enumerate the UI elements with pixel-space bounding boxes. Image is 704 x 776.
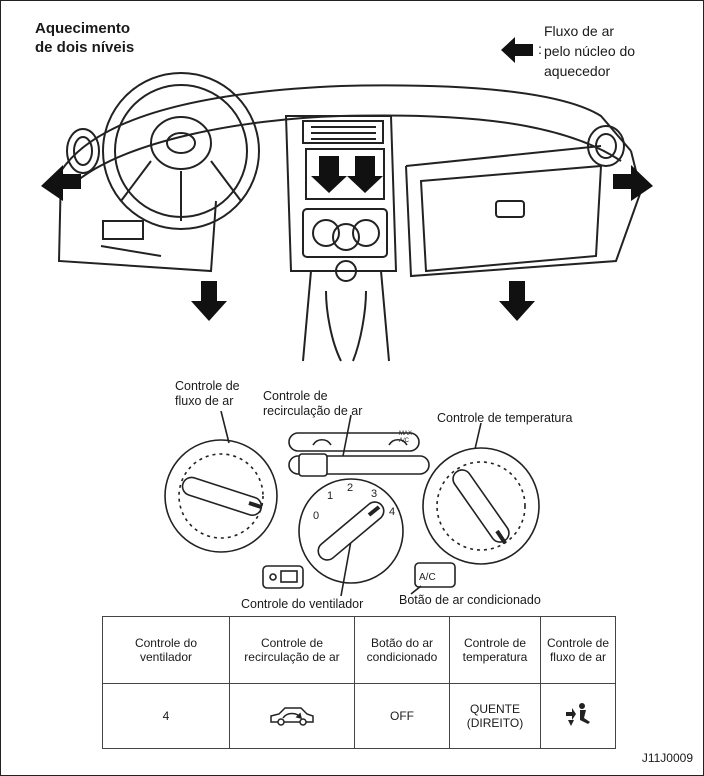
title-line-2: de dois níveis <box>35 39 135 56</box>
value-fan: 4 <box>102 683 230 749</box>
table-row: 4 OFF QUENTE (DIREITO) <box>102 683 616 749</box>
foot-face-airflow-icon <box>566 702 590 726</box>
airflow-arrow-icon <box>501 37 533 63</box>
legend-line-2: pelo núcleo do <box>544 43 636 59</box>
settings-table: Controle do ventilador Controle de recir… <box>102 616 616 749</box>
dashboard-illustration <box>41 72 653 362</box>
temperature-control-label: Controle de temperatura <box>437 411 573 425</box>
fan-speed-1: 1 <box>327 490 333 502</box>
air-flow-control-label: Controle de fluxo de ar <box>175 379 240 408</box>
title-line-1: Aquecimento <box>35 20 131 37</box>
value-ac: OFF <box>354 683 450 749</box>
fan-speed-2: 2 <box>347 482 353 494</box>
header-air-flow: Controle de fluxo de ar <box>540 616 616 684</box>
car-recirculation-icon <box>270 706 314 726</box>
table-header-row: Controle do ventilador Controle de recir… <box>102 616 616 684</box>
header-fan: Controle do ventilador <box>102 616 230 684</box>
fan-speed-0: 0 <box>313 510 319 522</box>
header-temperature: Controle de temperatura <box>449 616 541 684</box>
ac-button-label: Botão de ar condicionado <box>399 593 541 607</box>
legend: Fluxo de ar pelo núcleo do aquecedor <box>544 21 694 81</box>
fan-control-label: Controle do ventilador <box>241 597 364 611</box>
control-panel: 0 1 2 3 4 A/C MAX A/C <box>164 411 540 596</box>
value-temperature: QUENTE (DIREITO) <box>449 683 541 749</box>
recirculation-control-label: Controle de recirculação de ar <box>263 389 363 418</box>
figure-code: J11J0009 <box>641 751 693 765</box>
fan-speed-4: 4 <box>389 506 395 518</box>
value-recirculation <box>229 683 355 749</box>
max-ac-line-2: A/C <box>399 438 410 444</box>
legend-line-1: Fluxo de ar <box>544 23 615 39</box>
legend-colon: : <box>538 41 542 57</box>
fan-speed-3: 3 <box>371 488 377 500</box>
ac-button-text: A/C <box>419 572 436 583</box>
header-ac: Botão do ar condicionado <box>354 616 450 684</box>
max-ac-line-1: MAX <box>399 431 412 437</box>
legend-line-3: aquecedor <box>544 63 611 79</box>
value-air-flow <box>540 683 616 749</box>
page-title: Aquecimento de dois níveis <box>35 19 195 57</box>
header-recirculation: Controle de recirculação de ar <box>229 616 355 684</box>
